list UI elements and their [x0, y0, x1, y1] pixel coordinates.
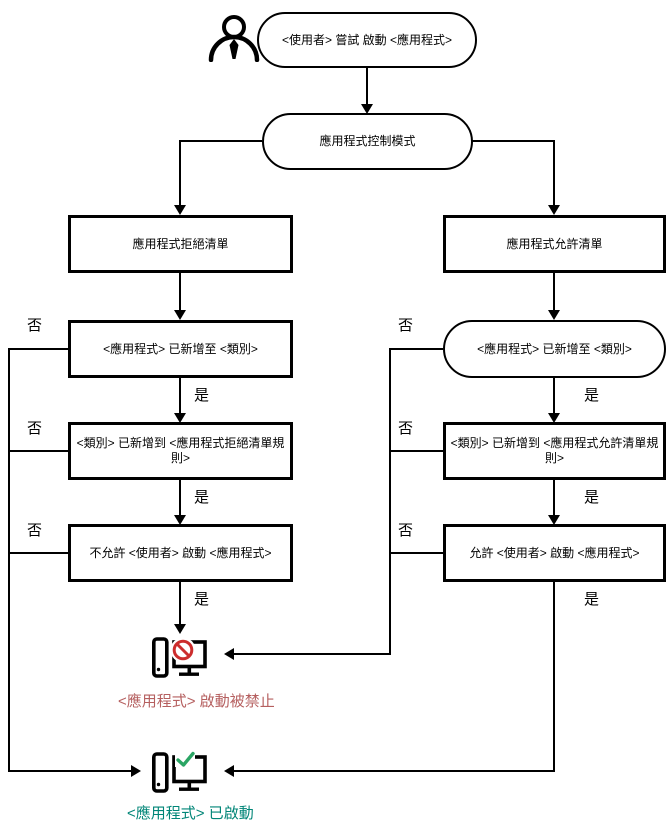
arrowhead-into-allowlist — [548, 205, 560, 215]
allow-check-category-label: <應用程式> 已新增至 <類別> — [477, 341, 632, 356]
allowlist-node: 應用程式允許清單 — [443, 215, 666, 273]
deny-no-branch-3 — [8, 552, 68, 554]
start-node: <使用者> 嘗試 啟動 <應用程式> — [257, 12, 477, 68]
deny-no-rail — [8, 348, 10, 772]
allow-check-rule-label: <類別> 已新增到 <應用程式允許清單規則> — [450, 436, 659, 465]
arrowhead-into-mode — [361, 104, 373, 114]
arrowhead-deny-action — [174, 515, 186, 525]
computer-check-icon — [151, 751, 207, 793]
arrowhead-no-rail-into-started — [131, 765, 141, 777]
denylist-node: 應用程式拒絕清單 — [68, 215, 293, 273]
deny-no-label-2: 否 — [27, 420, 43, 437]
allow-no-branch-3 — [390, 552, 443, 554]
connector-mode-left-down — [179, 140, 181, 205]
allow-yes-label-2: 是 — [584, 489, 600, 506]
allow-yes-label-3: 是 — [584, 591, 600, 608]
allow-no-branch-1 — [390, 348, 443, 350]
deny-check-rule-node: <類別> 已新增到 <應用程式拒絕清單規則> — [68, 422, 293, 480]
allowlist-label: 應用程式允許清單 — [506, 236, 603, 251]
user-icon — [208, 15, 260, 62]
deny-yes-label-3: 是 — [194, 591, 210, 608]
allow-no-rail-to-blocked — [234, 653, 391, 655]
allow-action-node: 允許 <使用者> 啟動 <應用程式> — [443, 524, 666, 582]
arrowhead-yes-into-started — [224, 765, 234, 777]
deny-action-node: 不允許 <使用者> 啟動 <應用程式> — [68, 524, 293, 582]
allow-check-category-node: <應用程式> 已新增至 <類別> — [443, 320, 666, 378]
deny-no-rail-to-started — [8, 770, 132, 772]
connector-deny-down1 — [179, 273, 181, 311]
connector-mode-right — [472, 140, 554, 142]
connector-deny-down3 — [179, 480, 181, 516]
connector-allow-yes-to-started — [233, 770, 555, 772]
allow-no-label-3: 否 — [398, 522, 414, 539]
allow-no-rail — [389, 348, 391, 655]
mode-node: 應用程式控制模式 — [262, 113, 473, 170]
connector-mode-left — [179, 140, 262, 142]
blocked-outcome-text: <應用程式> 啟動被禁止 — [118, 693, 275, 710]
allow-no-branch-2 — [390, 450, 443, 452]
arrowhead-into-denylist — [174, 205, 186, 215]
deny-check-category-label: <應用程式> 已新增至 <類別> — [103, 341, 258, 356]
arrowhead-no-rail-into-blocked — [224, 648, 234, 660]
allow-check-rule-node: <類別> 已新增到 <應用程式允許清單規則> — [443, 422, 666, 480]
started-outcome-text: <應用程式> 已啟動 — [127, 805, 254, 822]
allow-no-label-1: 否 — [398, 317, 414, 334]
connector-mode-right-down — [553, 140, 555, 205]
deny-yes-label-1: 是 — [194, 387, 210, 404]
allow-action-label: 允許 <使用者> 啟動 <應用程式> — [469, 545, 640, 560]
deny-action-label: 不允許 <使用者> 啟動 <應用程式> — [89, 545, 272, 560]
connector-allow-down1 — [553, 273, 555, 311]
connector-start-to-mode — [366, 68, 368, 105]
allow-no-label-2: 否 — [398, 420, 414, 437]
deny-check-rule-label: <類別> 已新增到 <應用程式拒絕清單規則> — [76, 436, 285, 465]
arrowhead-allow-check-rule — [548, 413, 560, 423]
deny-yes-label-2: 是 — [194, 489, 210, 506]
connector-allow-down3 — [553, 480, 555, 516]
connector-allow-down2 — [553, 378, 555, 414]
connector-deny-down2 — [179, 378, 181, 414]
connector-allow-yes-down — [553, 582, 555, 772]
arrowhead-deny-check-category — [174, 310, 186, 320]
arrowhead-deny-check-rule — [174, 413, 186, 423]
deny-no-branch-2 — [8, 450, 68, 452]
deny-check-category-node: <應用程式> 已新增至 <類別> — [68, 320, 293, 378]
computer-blocked-icon — [151, 637, 207, 678]
deny-no-label-1: 否 — [27, 317, 43, 334]
mode-node-label: 應用程式控制模式 — [319, 134, 416, 148]
arrowhead-into-blocked — [174, 624, 186, 634]
start-node-label: <使用者> 嘗試 啟動 <應用程式> — [281, 32, 453, 47]
arrowhead-allow-action — [548, 515, 560, 525]
connector-deny-to-blocked — [179, 582, 181, 625]
deny-no-label-3: 否 — [27, 522, 43, 539]
deny-no-branch-1 — [8, 348, 68, 350]
denylist-label: 應用程式拒絕清單 — [132, 236, 229, 251]
arrowhead-allow-check-category — [548, 310, 560, 320]
allow-yes-label-1: 是 — [584, 387, 600, 404]
